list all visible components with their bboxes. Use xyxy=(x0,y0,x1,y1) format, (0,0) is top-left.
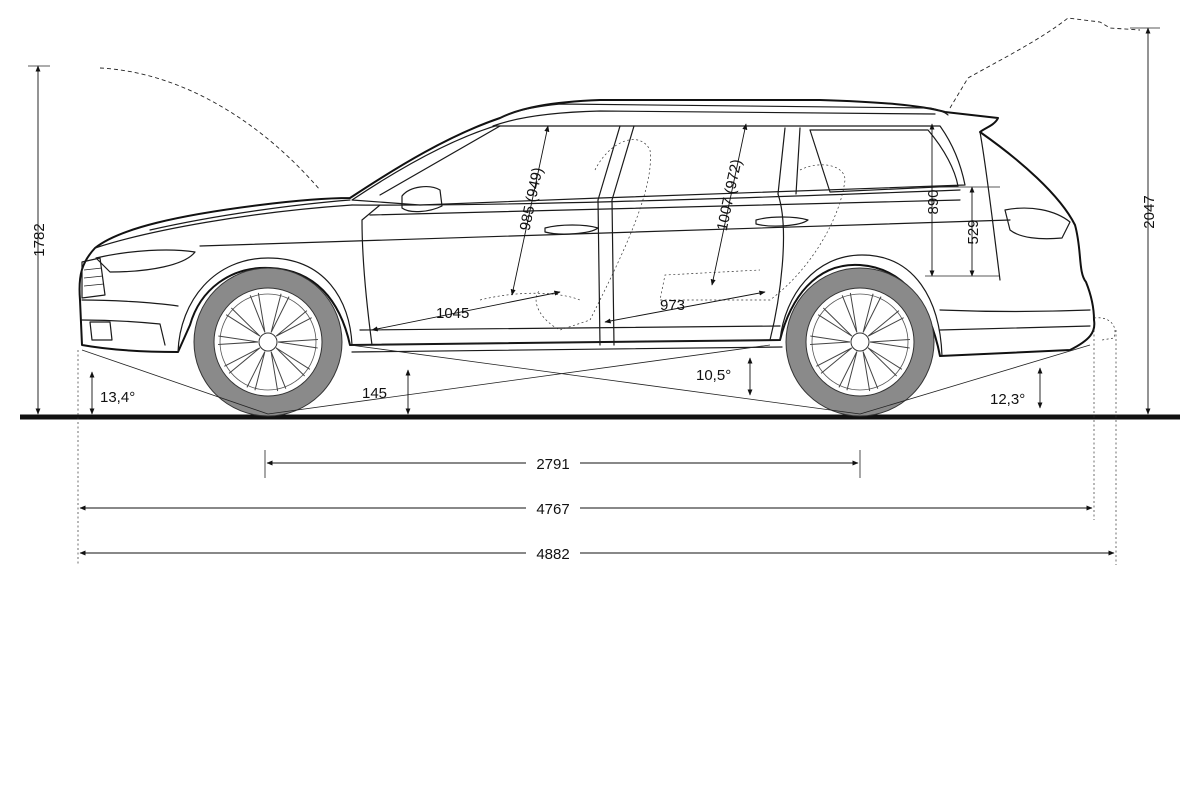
overall-height-label: 1782 xyxy=(31,223,48,256)
hood-open-arc xyxy=(99,67,321,191)
interior-dimension-lines xyxy=(371,123,1000,332)
departure-angle-label: 12,3° xyxy=(990,391,1025,408)
angle-reference-lines xyxy=(81,344,1091,415)
rear-headroom-label: 1007 (972) xyxy=(714,158,746,233)
overall-length-towbar-label: 4882 xyxy=(536,546,569,563)
front-headroom-label: 985 (949) xyxy=(517,166,547,232)
front-wheel xyxy=(193,267,343,417)
front-legroom-label: 1045 xyxy=(436,305,469,322)
overall-height-dim xyxy=(28,65,50,415)
rear-wheel xyxy=(785,267,935,417)
front-seat-ghost xyxy=(535,139,651,331)
loading-sill-label: 529 xyxy=(965,219,982,244)
tailgate-height-dim xyxy=(1130,27,1160,415)
rear-seat-ghost xyxy=(659,164,846,301)
tailgate-height-label: 2047 xyxy=(1141,195,1158,228)
boot-opening-label: 890 xyxy=(925,189,942,214)
rear-legroom-label: 973 xyxy=(660,297,685,314)
extension-lines xyxy=(77,317,1117,565)
ground-clearance-label: 145 xyxy=(362,385,387,402)
wheelbase-label: 2791 xyxy=(536,456,569,473)
approach-angle-label: 13,4° xyxy=(100,389,135,406)
tailgate-open-arc xyxy=(949,17,1141,109)
ramp-angle-label: 10,5° xyxy=(696,367,731,384)
overall-length-label: 4767 xyxy=(536,501,569,518)
